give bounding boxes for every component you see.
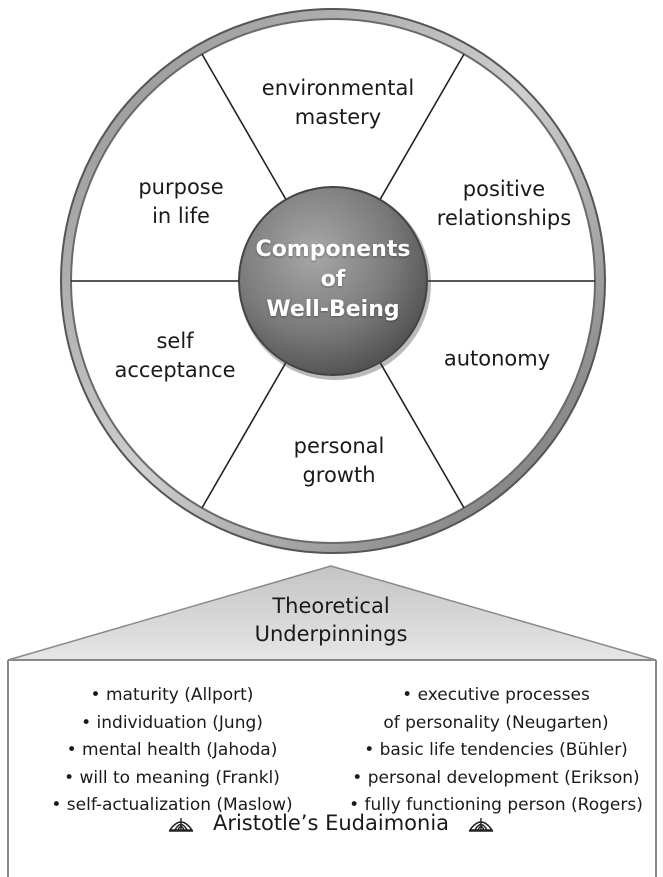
theory-title-line: Underpinnings — [254, 622, 408, 646]
theory-title-line: Theoretical — [272, 594, 390, 618]
footer: Aristotle’s Eudaimonia — [167, 811, 495, 835]
hub-line: Components — [255, 237, 411, 262]
segment-positive-relationships: positive relationships — [437, 175, 571, 233]
segment-self-acceptance: self acceptance — [114, 327, 235, 385]
segment-line: self — [156, 329, 194, 353]
theory-list-right: • executive processes of personality (Ne… — [336, 682, 656, 820]
segment-line: personal — [293, 434, 385, 458]
segment-line: growth — [302, 463, 376, 487]
segment-environmental-mastery: environmental mastery — [262, 74, 414, 132]
theory-item: • executive processes — [402, 685, 590, 705]
segment-line: acceptance — [114, 358, 236, 382]
theory-item: • self-actualization (Maslow) — [51, 795, 293, 815]
wheel-diagram — [60, 8, 606, 554]
shell-ornament-icon — [468, 818, 494, 832]
theory-item: • maturity (Allport) — [90, 685, 254, 705]
theory-item: • mental health (Jahoda) — [66, 740, 278, 760]
hub-label: Components of Well-Being — [256, 235, 411, 325]
shell-ornament-icon — [168, 818, 194, 832]
segment-purpose-in-life: purpose in life — [138, 173, 223, 231]
theory-title: Theoretical Underpinnings — [255, 592, 408, 648]
segment-autonomy: autonomy — [444, 345, 550, 374]
theory-item: of personality (Neugarten) — [383, 712, 609, 733]
segment-line: purpose — [138, 175, 224, 199]
theory-item: • basic life tendencies (Bühler) — [364, 740, 628, 760]
segment-line: relationships — [436, 206, 572, 230]
theory-item: • personal development (Erikson) — [352, 767, 640, 788]
segment-personal-growth: personal growth — [294, 432, 385, 490]
hub-line: Well-Being — [266, 297, 400, 322]
theory-item: • will to meaning (Frankl) — [64, 767, 280, 788]
segment-line: mastery — [294, 105, 382, 129]
segment-line: environmental — [261, 76, 415, 100]
hub — [238, 186, 428, 376]
theory-item: • individuation (Jung) — [81, 712, 263, 733]
hub-line: of — [320, 267, 346, 292]
segment-line: autonomy — [443, 346, 551, 371]
segment-line: in life — [152, 204, 210, 228]
theory-list-left: • maturity (Allport) • individuation (Ju… — [14, 682, 330, 820]
theory-item: • fully functioning person (Rogers) — [349, 795, 643, 815]
footer-text: Aristotle’s Eudaimonia — [212, 811, 450, 835]
segment-line: positive — [462, 177, 546, 201]
